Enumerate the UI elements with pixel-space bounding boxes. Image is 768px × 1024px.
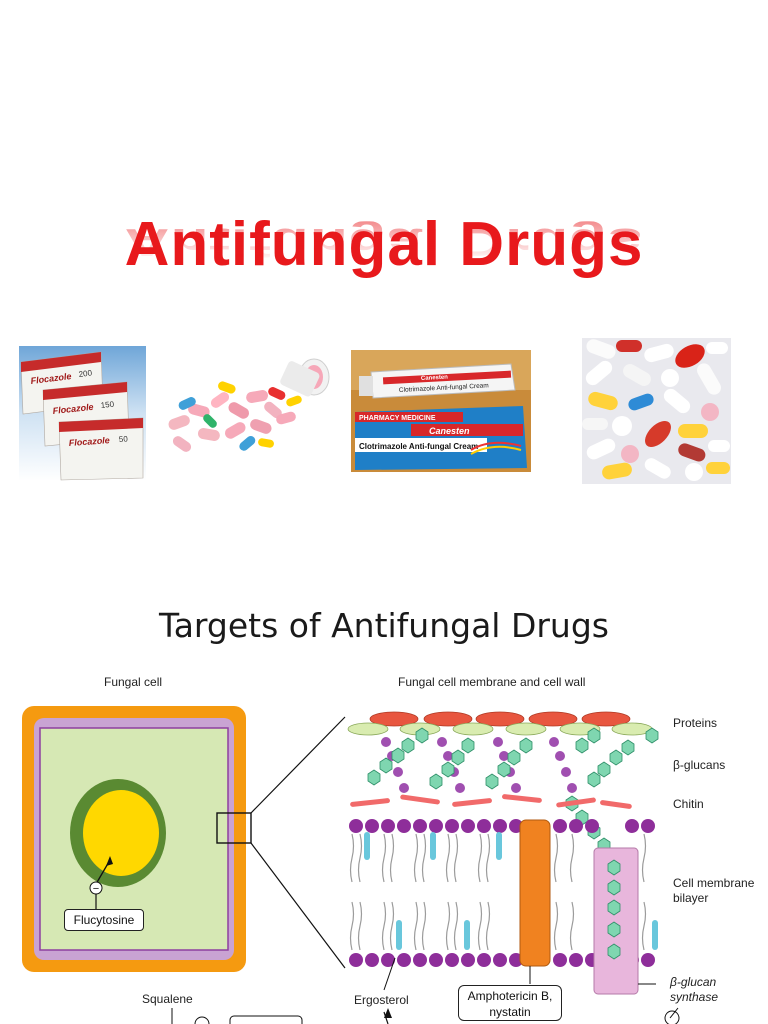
canesten-box-brand: Canesten [429, 426, 470, 436]
flocazole-brand-2: Flocazole [52, 402, 94, 416]
membrane-wall-heading: Fungal cell membrane and cell wall [398, 675, 586, 689]
canesten-cream-photo: Canesten Clotrimazole Anti-fungal Cream … [351, 350, 531, 472]
ergosterol-label: Ergosterol [354, 993, 409, 1007]
flocazole-brand-3: Flocazole [68, 435, 110, 448]
flocazole-strength-3: 50 [119, 434, 129, 444]
amphotericin-label: Amphotericin B, nystatin [458, 985, 562, 1021]
fungal-cell-heading: Fungal cell [104, 675, 163, 689]
flocazole-brand-1: Flocazole [30, 371, 72, 386]
proteins-label: Proteins [673, 716, 718, 730]
chitin-label: Chitin [673, 797, 704, 811]
flocazole-strength-1: 200 [78, 368, 93, 379]
canesten-tube-brand: Canesten [421, 375, 449, 382]
slide2-title: Targets of Antifungal Drugs [159, 606, 609, 645]
canesten-tube-text: Clotrimazole Anti-fungal Cream [399, 382, 489, 394]
slide1-title-reflection: Antifungal Drugs [124, 221, 644, 262]
canesten-box-product: Clotrimazole Anti-fungal Cream [359, 442, 478, 451]
flucytosine-inhibit-symbol: − [93, 883, 99, 895]
flucytosine-label: Flucytosine [64, 909, 144, 931]
flocazole-strength-2: 150 [100, 400, 115, 410]
pharmacy-medicine-banner: PHARMACY MEDICINE [359, 415, 436, 422]
membrane-label: Cell membrane bilayer [673, 876, 755, 905]
fungal-cell-diagram: − [22, 706, 680, 1024]
squalene-label: Squalene [142, 992, 193, 1006]
assorted-pills-photo [582, 338, 731, 484]
pills-spill-photo [158, 355, 333, 467]
glucans-label: β-glucans [673, 758, 726, 772]
slide1-title: Antifungal Drugs [124, 210, 644, 279]
glucan-synthase-label: β-glucan synthase [670, 975, 719, 1004]
flocazole-boxes-photo: Flocazole 200 Flocazole 150 Flocazole 50 [19, 346, 146, 481]
